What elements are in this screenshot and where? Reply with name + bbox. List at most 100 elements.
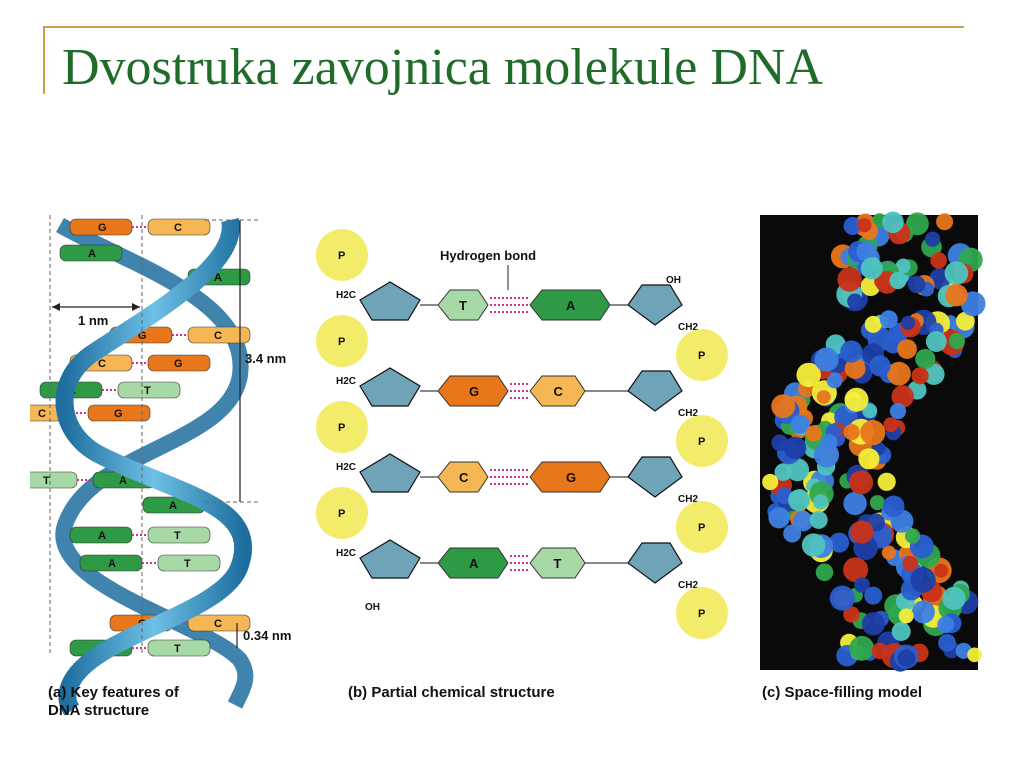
helix-strand-front [55,218,252,716]
base-left [437,289,489,321]
atom [847,293,863,310]
title-rule-left [43,26,45,94]
base-right [87,404,151,422]
caption-b: (b) Partial chemical structure [348,684,555,701]
base-left-label: C [98,358,106,370]
atom [910,567,936,593]
base-right [187,326,251,344]
base-right-label: G [114,408,123,420]
dna-figure: GCAAGCCGATCGTAAATATGCAT 1 nm 3.4 nm 0.34… [9,205,990,720]
atom [871,642,889,660]
dna-figure-svg: GCAAGCCGATCGTAAATATGCAT 1 nm 3.4 nm 0.34… [9,211,986,719]
base-right-label: T [554,556,562,571]
base-left-label: A [98,530,106,542]
measure-turn-label: 3.4 nm [245,351,286,366]
atom [844,387,869,412]
atom [905,528,921,544]
atom [937,616,955,634]
atom [809,510,828,529]
atom [897,649,916,668]
atom [925,331,947,352]
base-right [147,639,211,657]
atom [936,213,954,231]
base-left-label: T [43,475,50,487]
atom [889,271,907,290]
atom [774,463,793,481]
sugar-left [359,453,421,493]
atom [924,231,941,247]
base-right-label: T [184,558,191,570]
base-right-label: C [214,330,222,342]
measure-width-label: 1 nm [78,313,108,328]
atom [882,495,905,518]
atom [762,473,779,491]
phosphate-right-label: P [698,350,705,362]
atom [768,507,790,529]
atom [771,434,789,452]
measure-step-label: 0.34 nm [243,628,291,643]
atom [805,425,823,442]
panel-a: GCAAGCCGATCGTAAATATGCAT 1 nm 3.4 nm 0.34… [9,215,291,719]
sugar-right [627,456,683,498]
phosphate-left-label: P [338,336,345,348]
base-right [187,614,251,632]
base-right-label: T [174,530,181,542]
atom [864,586,883,605]
sugar-left [359,539,421,579]
base-right-label: A [169,500,177,512]
width-arrow-head-left [52,303,60,311]
base-pair: A [59,244,123,262]
phosphate-left [316,401,368,453]
atom [948,332,965,350]
atom [911,367,929,385]
slide-title: Dvostruka zavojnica molekule DNA [62,39,824,96]
base-right-label: T [174,643,181,655]
h2c-label: H2C [336,548,356,559]
atom [911,600,935,624]
atom [902,555,919,572]
atom [843,217,862,235]
atom [843,491,867,516]
ch2-label: CH2 [678,494,698,505]
caption-a-line2: DNA structure [48,702,149,719]
atom [786,458,810,482]
base-left [437,461,489,493]
atom [860,257,883,280]
atom [887,361,911,386]
atom [934,563,949,578]
atom [897,339,917,359]
atom [829,532,850,553]
base-right-label: G [174,358,183,370]
caption-a-line1: (a) Key features of [48,684,180,701]
base-right-label: T [144,385,151,397]
base-right [147,354,211,372]
atom [844,358,866,379]
atom [891,385,914,408]
atom [869,495,885,511]
atom [858,448,880,470]
base-right [147,218,211,236]
sugar-left [359,281,421,321]
phosphate-right [676,587,728,639]
atom [783,436,807,460]
base-right-label: G [566,470,576,485]
atom [945,284,968,307]
space-filling-atoms [762,211,986,672]
base-left-label: A [88,248,96,260]
phosphate-left [316,315,368,367]
phosphate-left [316,487,368,539]
atom [898,608,914,624]
base-left-label: C [459,470,469,485]
atom [915,348,936,370]
base-right-label: C [554,384,564,399]
base-right-label: C [214,618,222,630]
phosphate-right-label: P [698,436,705,448]
base-right-label: A [214,272,222,284]
